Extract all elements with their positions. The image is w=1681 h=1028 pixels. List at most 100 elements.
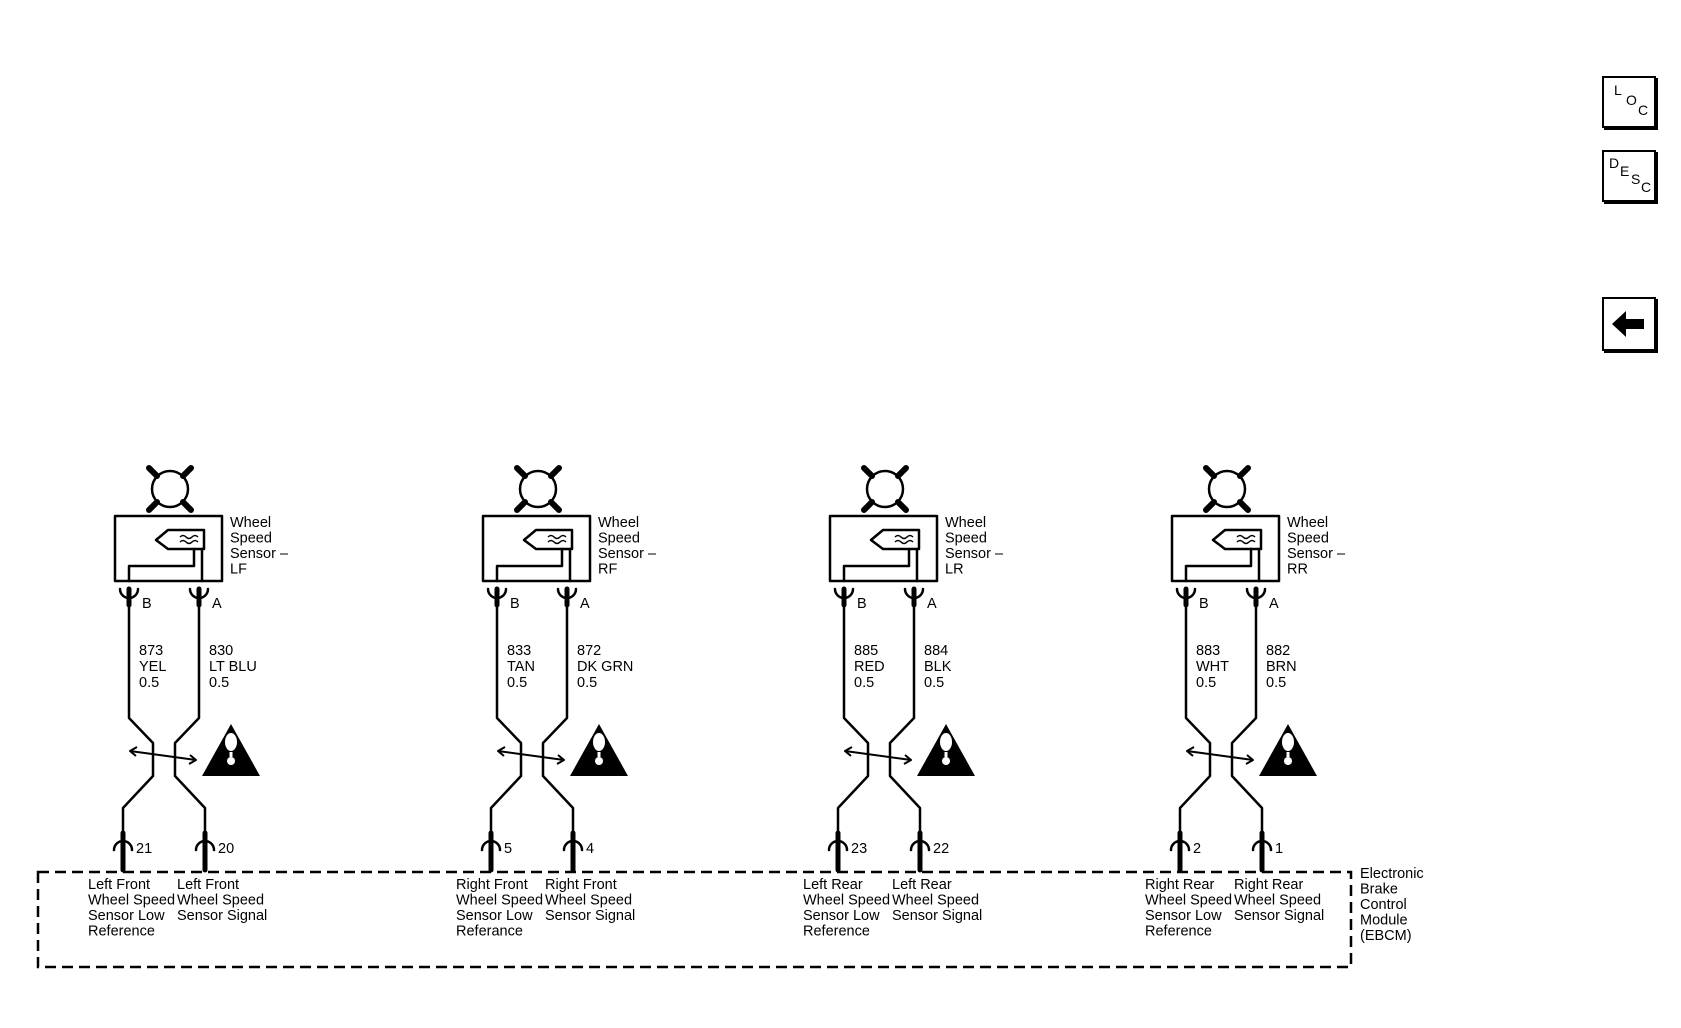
wire-circuit: 872	[577, 643, 601, 659]
sensor-name-line: Wheel	[598, 515, 639, 531]
wire-color: RED	[854, 659, 885, 675]
loc-letter-c: C	[1638, 102, 1649, 118]
pin-number: 1	[1275, 841, 1283, 857]
sensor-name-line: Sensor –	[945, 546, 1004, 562]
left-arrow-icon	[1612, 311, 1644, 337]
pin-label-line: Sensor Low	[1145, 908, 1222, 924]
desc-letter-e: E	[1620, 163, 1630, 179]
twisted-pair-icon	[1186, 746, 1254, 765]
pin-label-line: Referance	[456, 924, 523, 940]
sensor-name-line: Wheel	[1287, 515, 1328, 531]
wire-color: LT BLU	[209, 659, 257, 675]
twisted-pair-icon	[129, 746, 197, 765]
sensor-box	[113, 514, 224, 583]
sensor-name-line: RF	[598, 562, 617, 578]
wire-circuit: 830	[209, 643, 233, 659]
desc-letter-c: C	[1641, 179, 1652, 195]
pin-label-line: Wheel Speed	[892, 893, 979, 909]
sensor-name-line: Wheel	[945, 515, 986, 531]
twisted-pair-icon	[497, 746, 565, 765]
loc-button[interactable]: L O C	[1602, 76, 1656, 128]
sensor-name-line: Sensor –	[230, 546, 289, 562]
desc-button[interactable]: D E S C	[1602, 150, 1656, 202]
pin-label-line: Left Front	[177, 877, 239, 893]
module-name-line: Electronic	[1360, 866, 1424, 882]
wheel-icon	[1203, 465, 1251, 513]
pin-label-line: Left Front	[88, 877, 150, 893]
terminal-label: B	[510, 596, 520, 612]
pin-label-line: Wheel Speed	[456, 893, 543, 909]
terminal-label: A	[927, 596, 937, 612]
pin-label-line: Sensor Low	[88, 908, 165, 924]
wire-size: 0.5	[209, 675, 229, 691]
pin-label-line: Sensor Signal	[892, 908, 982, 924]
warning-icon	[202, 724, 260, 776]
pin-label-line: Right Rear	[1234, 877, 1303, 893]
sensor-name-line: LF	[230, 562, 247, 578]
pin-label-line: Wheel Speed	[88, 893, 175, 909]
pin-label-line: Wheel Speed	[803, 893, 890, 909]
wire-882	[1230, 596, 1264, 835]
loc-letter-l: L	[1614, 82, 1622, 98]
sensor-lead-b	[1184, 547, 1253, 583]
module-name-line: Module	[1360, 913, 1408, 929]
wire-color: DK GRN	[577, 659, 633, 675]
wire-830	[173, 596, 207, 835]
sensor-lead-b	[842, 547, 911, 583]
pin-label-line: Sensor Signal	[1234, 908, 1324, 924]
module-name-line: Control	[1360, 897, 1407, 913]
sensor-lead-b	[495, 547, 564, 583]
wire-circuit: 873	[139, 643, 163, 659]
sensor-name-line: RR	[1287, 562, 1308, 578]
wire-color: TAN	[507, 659, 535, 675]
wire-885	[836, 596, 870, 835]
twisted-pair-icon	[844, 746, 912, 765]
pin-number: 2	[1193, 841, 1201, 857]
wheel-icon	[146, 465, 194, 513]
sensor-name-line: Speed	[945, 531, 987, 547]
module-name-line: Brake	[1360, 882, 1398, 898]
sensor-icon	[1211, 528, 1263, 551]
module-name-line: (EBCM)	[1360, 928, 1412, 944]
pin-label-line: Right Front	[456, 877, 528, 893]
terminal-label: A	[580, 596, 590, 612]
pin-number: 21	[136, 841, 152, 857]
pin-number: 22	[933, 841, 949, 857]
pin-label-line: Reference	[1145, 924, 1212, 940]
sensor-icon	[522, 528, 574, 551]
wire-size: 0.5	[1266, 675, 1286, 691]
pin-number: 5	[504, 841, 512, 857]
wire-833	[489, 596, 523, 835]
warning-icon	[570, 724, 628, 776]
sensor-box	[481, 514, 592, 583]
wire-884	[888, 596, 922, 835]
back-button[interactable]	[1602, 297, 1656, 351]
pin-label-line: Sensor Low	[456, 908, 533, 924]
wire-circuit: 882	[1266, 643, 1290, 659]
wire-color: YEL	[139, 659, 166, 675]
wire-color: BLK	[924, 659, 952, 675]
sensor-name-line: Sensor –	[598, 546, 657, 562]
pin-label-line: Wheel Speed	[1145, 893, 1232, 909]
wire-size: 0.5	[854, 675, 874, 691]
pin-label-line: Wheel Speed	[545, 893, 632, 909]
terminal-label: B	[1199, 596, 1209, 612]
sensor-box	[1170, 514, 1281, 583]
wheel-icon	[514, 465, 562, 513]
desc-letter-s: S	[1631, 171, 1641, 187]
terminal-label: A	[1269, 596, 1279, 612]
pin-label-line: Wheel Speed	[1234, 893, 1321, 909]
pin-label-line: Sensor Signal	[177, 908, 267, 924]
terminal-label: B	[857, 596, 867, 612]
sensor-box	[828, 514, 939, 583]
sensor-lead-b	[127, 547, 196, 583]
wire-color: WHT	[1196, 659, 1229, 675]
sensor-name-line: Speed	[230, 531, 272, 547]
wire-color: BRN	[1266, 659, 1297, 675]
pin-label-line: Right Rear	[1145, 877, 1214, 893]
wire-size: 0.5	[924, 675, 944, 691]
